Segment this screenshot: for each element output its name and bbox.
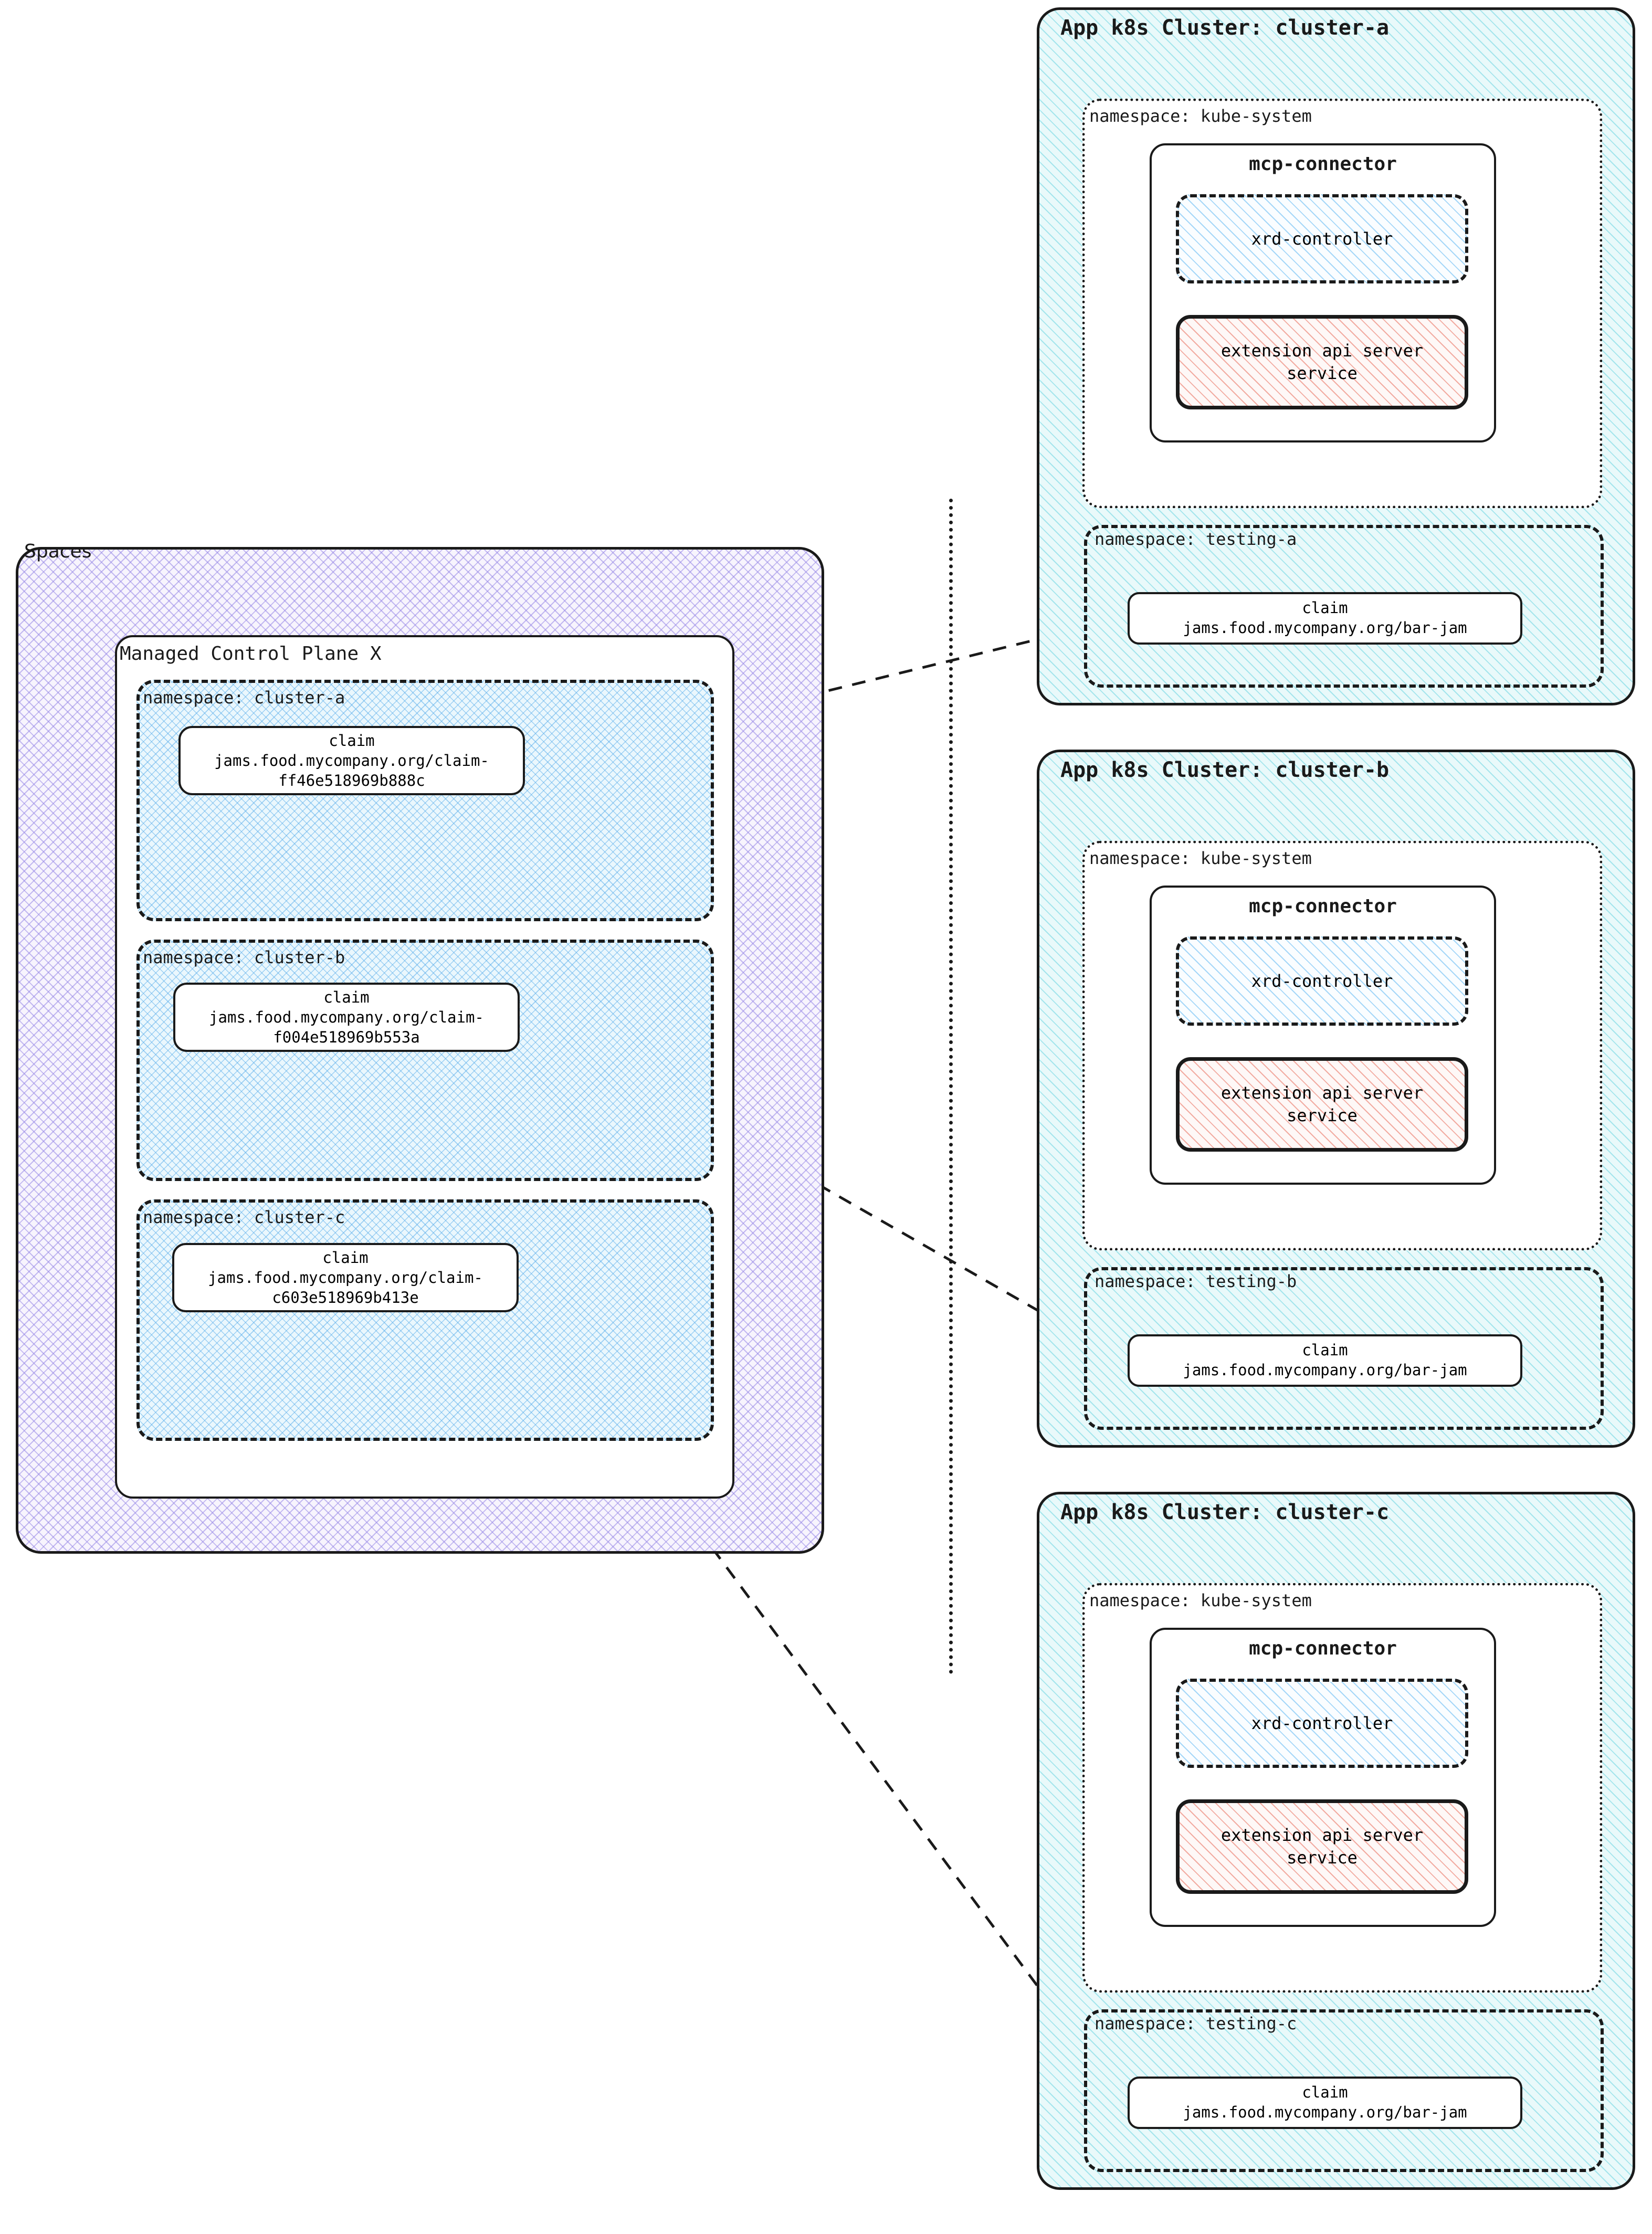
cluster-b-kube-system-label: namespace: kube-system bbox=[1089, 848, 1312, 868]
extension-api-server-line1: extension api server bbox=[1220, 1083, 1424, 1103]
cluster-a-xrd-controller[interactable]: xrd-controller bbox=[1176, 194, 1468, 283]
cluster-b-testing-namespace-label: namespace: testing-b bbox=[1095, 1271, 1297, 1291]
claim-kind: claim bbox=[329, 731, 375, 750]
mcp-claim-cluster-b[interactable]: claim jams.food.mycompany.org/claim-f004… bbox=[173, 983, 520, 1052]
extension-api-server-line1: extension api server bbox=[1220, 1825, 1424, 1846]
cluster-c-title: App k8s Cluster: cluster-c bbox=[1060, 1500, 1390, 1524]
cluster-b-testing-claim[interactable]: claim jams.food.mycompany.org/bar-jam bbox=[1128, 1334, 1522, 1387]
cluster-c-mcp-connector-title: mcp-connector bbox=[1249, 1638, 1397, 1659]
mcp-namespace-cluster-b[interactable] bbox=[136, 940, 714, 1181]
xrd-controller-label: xrd-controller bbox=[1251, 1713, 1393, 1733]
cluster-a-title: App k8s Cluster: cluster-a bbox=[1060, 16, 1390, 40]
cluster-c-xrd-controller[interactable]: xrd-controller bbox=[1176, 1679, 1468, 1768]
mcp-claim-cluster-a[interactable]: claim jams.food.mycompany.org/claim-ff46… bbox=[178, 726, 525, 795]
claim-kind: claim bbox=[1302, 1341, 1348, 1360]
managed-control-plane-label: Managed Control Plane X bbox=[120, 643, 382, 665]
vertical-divider bbox=[949, 499, 953, 1674]
cluster-c-kube-system-label: namespace: kube-system bbox=[1089, 1590, 1312, 1610]
extension-api-server-line1: extension api server bbox=[1220, 341, 1424, 361]
claim-name: jams.food.mycompany.org/bar-jam bbox=[1183, 2103, 1467, 2121]
claim-kind: claim bbox=[322, 1248, 369, 1267]
cluster-b-title: App k8s Cluster: cluster-b bbox=[1060, 758, 1390, 782]
cluster-c-testing-namespace[interactable] bbox=[1084, 2009, 1604, 2172]
cluster-c-testing-namespace-label: namespace: testing-c bbox=[1095, 2014, 1297, 2033]
claim-name: jams.food.mycompany.org/bar-jam bbox=[1183, 1361, 1467, 1379]
cluster-b-extension-api-server-service[interactable]: extension api server service bbox=[1176, 1057, 1468, 1152]
cluster-a-testing-namespace[interactable] bbox=[1084, 525, 1604, 688]
cluster-a-kube-system-label: namespace: kube-system bbox=[1089, 106, 1312, 126]
cluster-a-extension-api-server-service[interactable]: extension api server service bbox=[1176, 315, 1468, 409]
mcp-namespace-cluster-a[interactable] bbox=[136, 680, 714, 921]
claim-kind: claim bbox=[1302, 599, 1348, 617]
claim-name: jams.food.mycompany.org/bar-jam bbox=[1183, 619, 1467, 637]
mcp-namespace-cluster-b-label: namespace: cluster-b bbox=[143, 947, 345, 967]
mcp-claim-cluster-c[interactable]: claim jams.food.mycompany.org/claim-c603… bbox=[172, 1243, 519, 1312]
claim-name: jams.food.mycompany.org/claim-ff46e51896… bbox=[214, 751, 489, 790]
mcp-namespace-cluster-c-label: namespace: cluster-c bbox=[143, 1207, 345, 1227]
claim-kind: claim bbox=[1302, 2083, 1348, 2102]
cluster-b-mcp-connector-title: mcp-connector bbox=[1249, 895, 1397, 917]
mcp-namespace-cluster-a-label: namespace: cluster-a bbox=[143, 688, 345, 708]
claim-name: jams.food.mycompany.org/claim-c603e51896… bbox=[208, 1268, 483, 1307]
cluster-a-mcp-connector-title: mcp-connector bbox=[1249, 153, 1397, 175]
mcp-namespace-cluster-c[interactable] bbox=[136, 1199, 714, 1441]
cluster-a-testing-namespace-label: namespace: testing-a bbox=[1095, 529, 1297, 549]
extension-api-server-line2: service bbox=[1287, 1105, 1358, 1125]
xrd-controller-label: xrd-controller bbox=[1251, 971, 1393, 991]
claim-kind: claim bbox=[323, 988, 370, 1006]
xrd-controller-label: xrd-controller bbox=[1251, 229, 1393, 249]
cluster-b-xrd-controller[interactable]: xrd-controller bbox=[1176, 936, 1468, 1026]
extension-api-server-line2: service bbox=[1287, 1848, 1358, 1868]
claim-name: jams.food.mycompany.org/claim-f004e51896… bbox=[209, 1008, 484, 1047]
extension-api-server-line2: service bbox=[1287, 363, 1358, 383]
cluster-c-extension-api-server-service[interactable]: extension api server service bbox=[1176, 1799, 1468, 1894]
cluster-c-testing-claim[interactable]: claim jams.food.mycompany.org/bar-jam bbox=[1128, 2077, 1522, 2129]
cluster-a-testing-claim[interactable]: claim jams.food.mycompany.org/bar-jam bbox=[1128, 592, 1522, 645]
spaces-label: Spaces bbox=[24, 541, 92, 562]
cluster-b-testing-namespace[interactable] bbox=[1084, 1267, 1604, 1430]
